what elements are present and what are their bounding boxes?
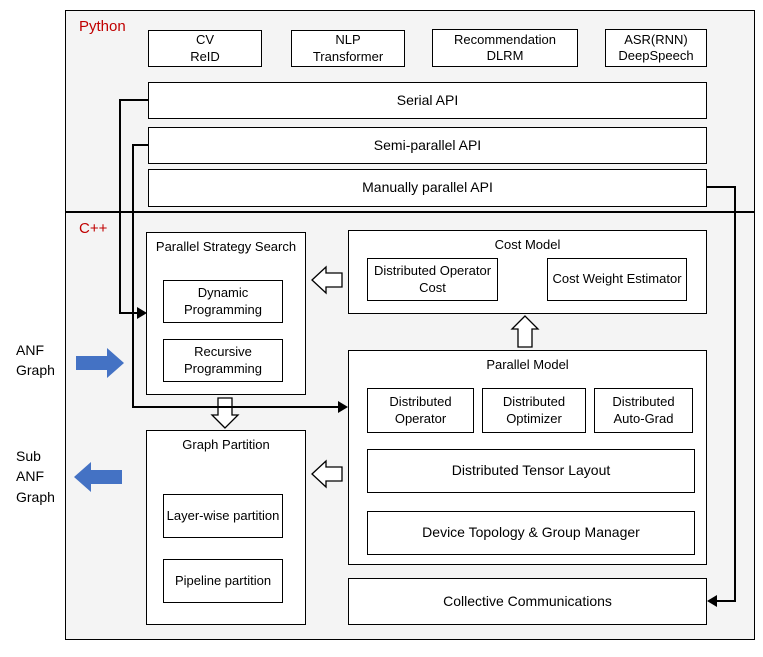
distributed-optimizer-box: Distributed Optimizer (482, 388, 586, 433)
sub-anf-graph-label: Sub ANF Graph (16, 448, 55, 505)
app-nlp-line2: Transformer (312, 48, 384, 64)
app-cv-line1: CV (195, 32, 215, 48)
app-rec-line1: Recommendation (454, 31, 556, 47)
app-nlp-line1: NLP (335, 32, 361, 48)
app-rec-line2: DLRM (486, 48, 524, 63)
layer-wise-partition-box: Layer-wise partition (163, 494, 283, 538)
graph-partition-title: Graph Partition (182, 437, 270, 452)
manually-parallel-api-box: Manually parallel API (148, 169, 707, 207)
anf-graph-label: ANF Graph (16, 342, 55, 379)
device-topology-group-manager-box: Device Topology & Group Manager (367, 511, 695, 555)
dynamic-programming-box: Dynamic Programming (163, 280, 283, 323)
app-asr-line2: DeepSpeech (618, 48, 694, 63)
app-asr-line1: ASR(RNN) (624, 31, 688, 47)
distributed-auto-grad-box: Distributed Auto-Grad (594, 388, 693, 433)
cost-weight-estimator-box: Cost Weight Estimator (547, 258, 687, 301)
parallel-strategy-search-title: Parallel Strategy Search (155, 239, 297, 254)
cost-model-title: Cost Model (494, 237, 561, 252)
cpp-section-label: C++ (79, 220, 108, 237)
python-section-label: Python (79, 18, 126, 35)
pipeline-partition-box: Pipeline partition (163, 559, 283, 603)
app-box-asr-deepspeech: ASR(RNN)DeepSpeech (605, 29, 707, 67)
serial-api-box: Serial API (148, 82, 707, 119)
distributed-tensor-layout-box: Distributed Tensor Layout (367, 449, 695, 493)
parallel-model-title: Parallel Model (486, 357, 569, 372)
recursive-programming-box: Recursive Programming (163, 339, 283, 382)
collective-communications-box: Collective Communications (348, 578, 707, 625)
distributed-operator-cost-box: Distributed Operator Cost (367, 258, 498, 301)
distributed-operator-box: Distributed Operator (367, 388, 474, 433)
semi-parallel-api-box: Semi-parallel API (148, 127, 707, 164)
app-cv-line2: ReID (190, 48, 220, 64)
